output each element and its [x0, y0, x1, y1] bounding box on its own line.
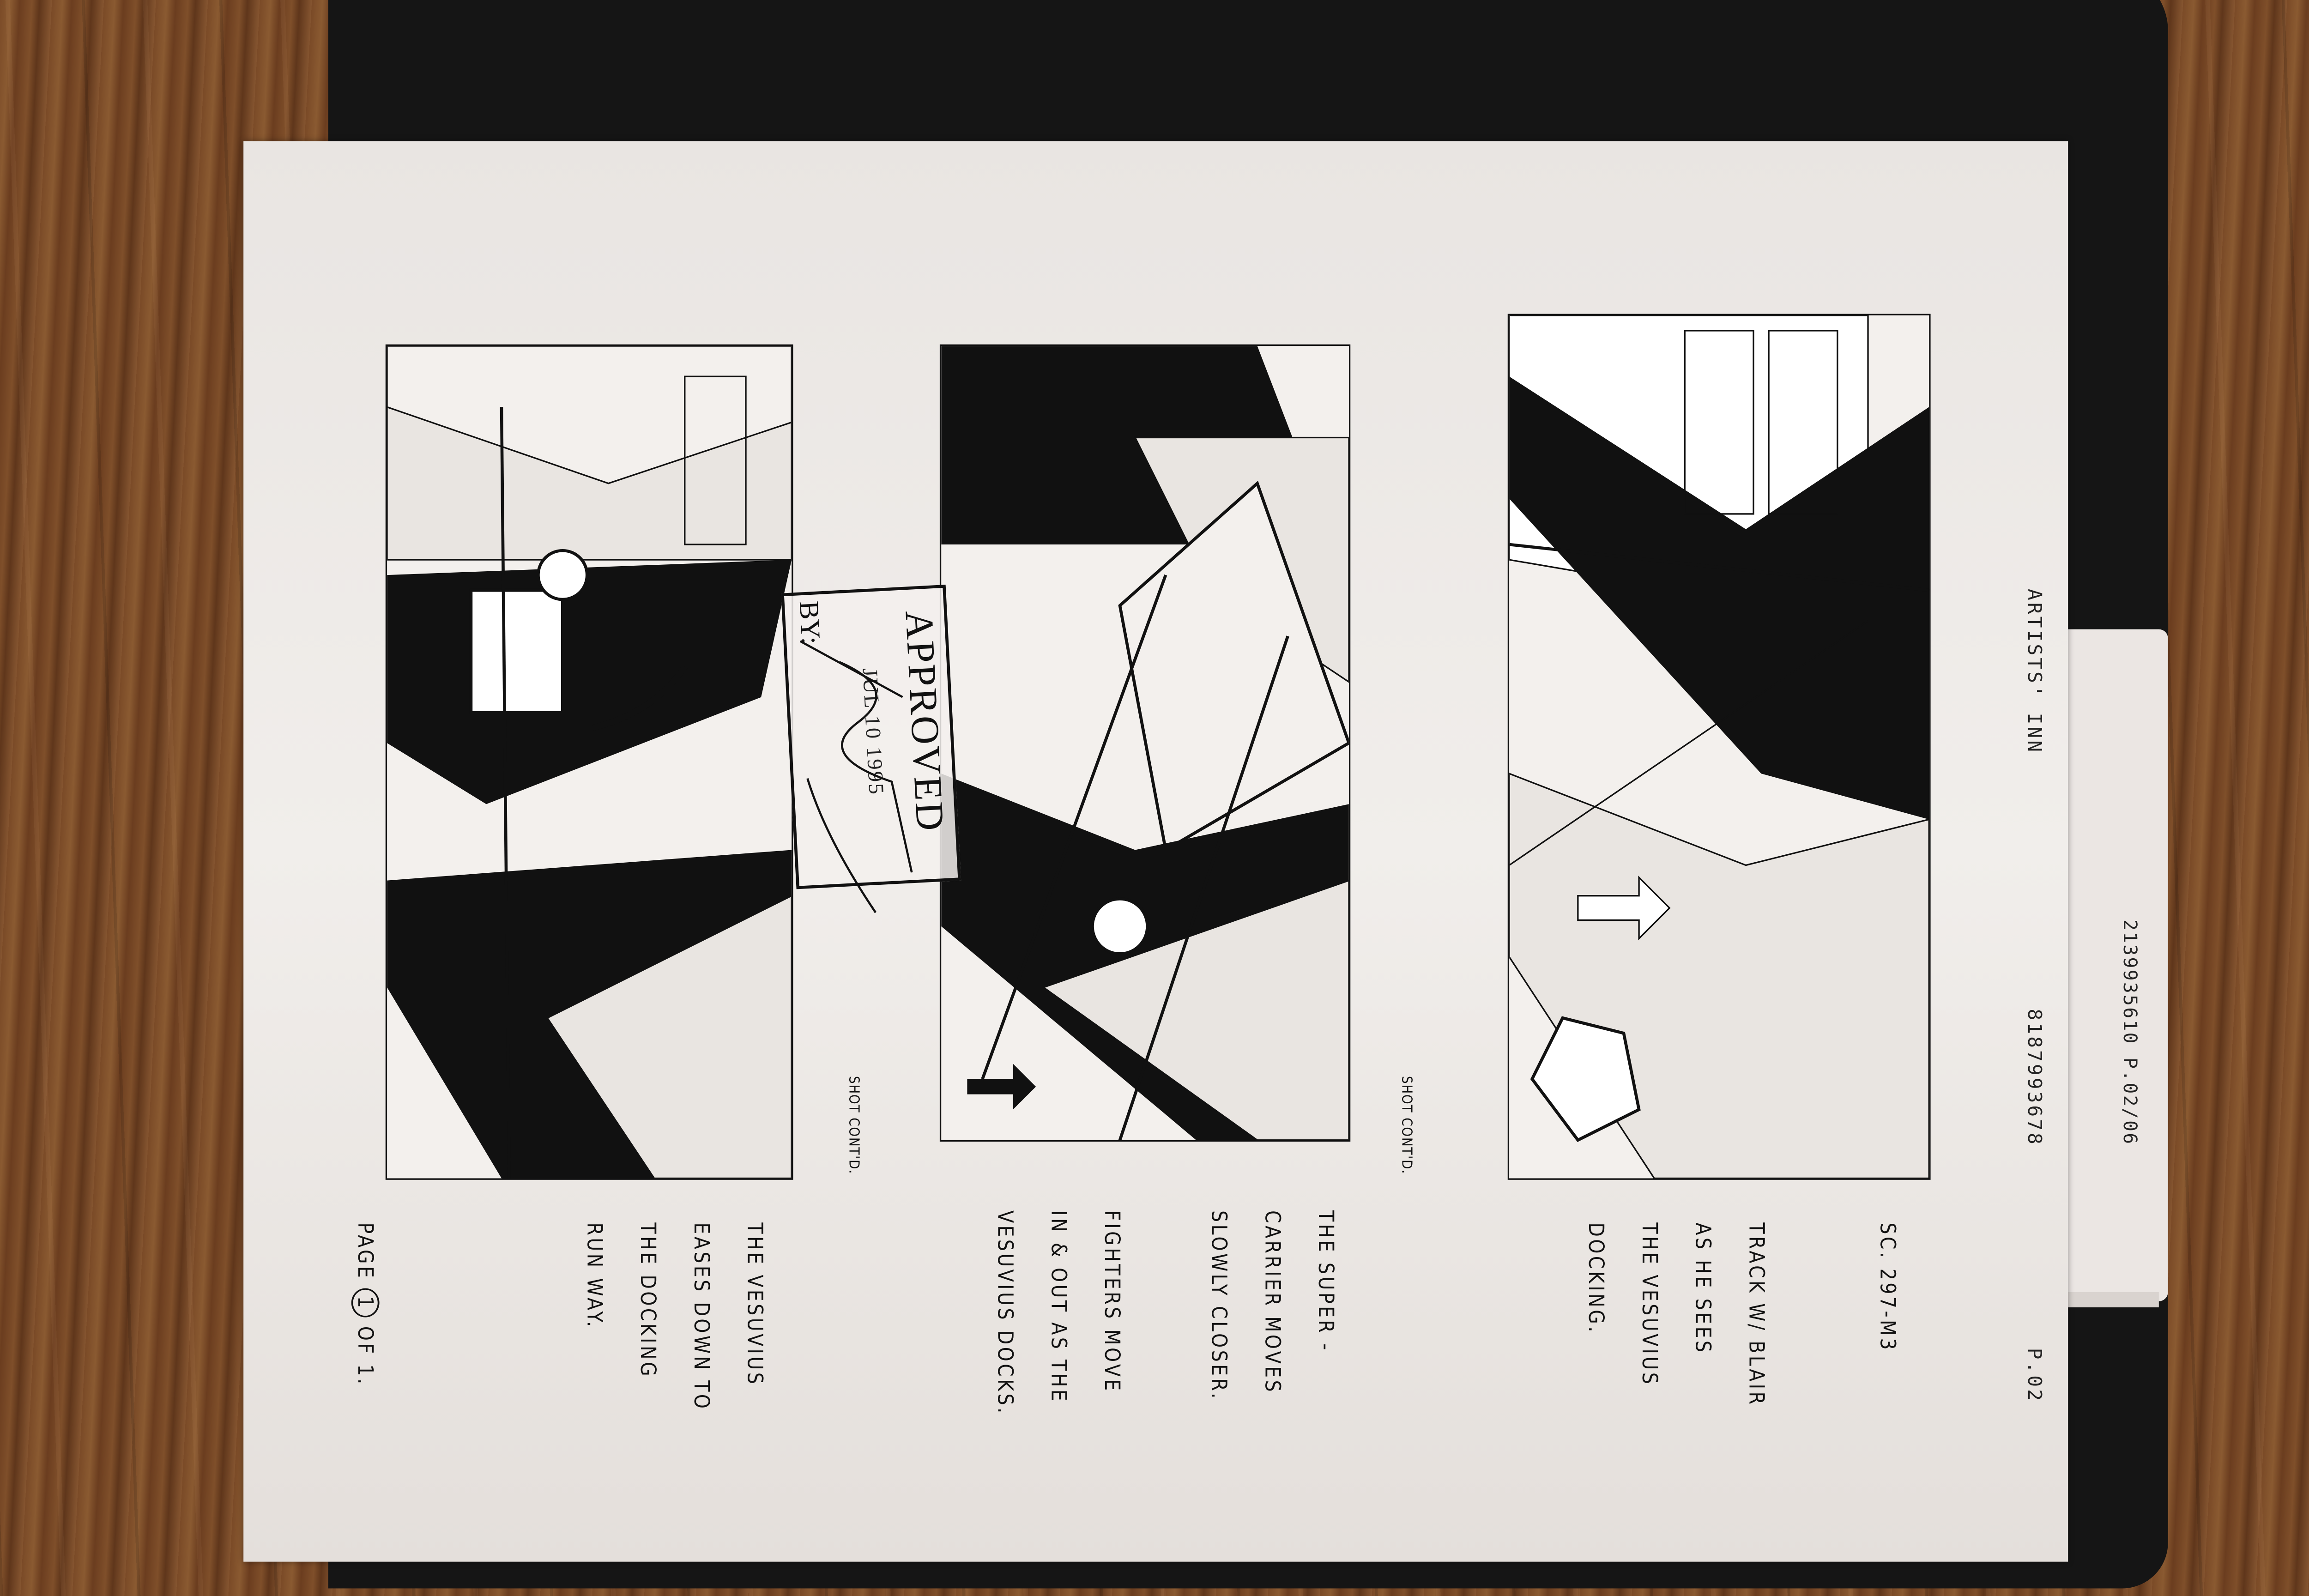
panel-2-caption-line: FIGHTERS MOVE — [1100, 1210, 1124, 1393]
panel-2-caption-line: IN & OUT AS THE — [1046, 1210, 1071, 1404]
storyboard-page: ARTISTS' INN 8187993678 P.02 SC. 297-M3 … — [243, 141, 2068, 1562]
page-label: PAGE — [353, 1222, 378, 1281]
panel-3-caption-line: THE VESUVIUS — [743, 1222, 768, 1387]
panel-2-caption-line: THE SUPER - — [1313, 1210, 1338, 1353]
storyboard-panel-3 — [385, 344, 793, 1180]
signature — [799, 640, 913, 913]
shot-continued-note: SHOT CONT'D. — [846, 1076, 862, 1175]
page-current: 1 — [351, 1288, 380, 1318]
underlying-fax-sheet — [2058, 629, 2168, 1301]
fax-sender: ARTISTS' INN — [2024, 588, 2047, 755]
storyboard-panel-2 — [939, 344, 1351, 1142]
underlying-sheet-edge — [2058, 1292, 2159, 1307]
panel-2-drawing — [941, 346, 1349, 1140]
scene-number: SC. 297-M3 — [1875, 1222, 1900, 1353]
panel-2-caption-line: SLOWLY CLOSER. — [1207, 1210, 1232, 1401]
panel-2-caption-line: VESUVIUS DOCKS. — [993, 1210, 1018, 1416]
panel-3-caption-line: RUN WAY. — [582, 1222, 607, 1330]
panel-1-caption-line: DOCKING. — [1584, 1222, 1608, 1335]
fax-page: P.02 — [2024, 1348, 2047, 1403]
shot-continued-note: SHOT CONT'D. — [1398, 1076, 1415, 1175]
storyboard-panel-1 — [1507, 314, 1931, 1180]
panel-3-caption-line: THE DOCKING — [635, 1222, 660, 1379]
panel-1-caption-line: AS HE SEES — [1691, 1222, 1716, 1355]
panel-1-caption-line: THE VESUVIUS — [1637, 1222, 1662, 1387]
page-total: OF 1. — [353, 1326, 378, 1387]
panel-1-caption-line: TRACK W/ BLAIR — [1744, 1222, 1769, 1407]
panel-3-drawing — [387, 346, 792, 1179]
panel-1-drawing — [1509, 315, 1929, 1179]
panel-3-caption-line: EASES DOWN TO — [689, 1222, 714, 1411]
page-count: PAGE 1 OF 1. — [351, 1222, 380, 1387]
underlay-fax-header: 2139935610 P.02/06 — [2119, 919, 2141, 1146]
panel-2-caption-line: CARRIER MOVES — [1260, 1210, 1285, 1394]
approved-stamp: APPROVED JUL 10 1995 BY: — [781, 585, 961, 913]
fax-phone: 8187993678 — [2024, 1009, 2047, 1147]
